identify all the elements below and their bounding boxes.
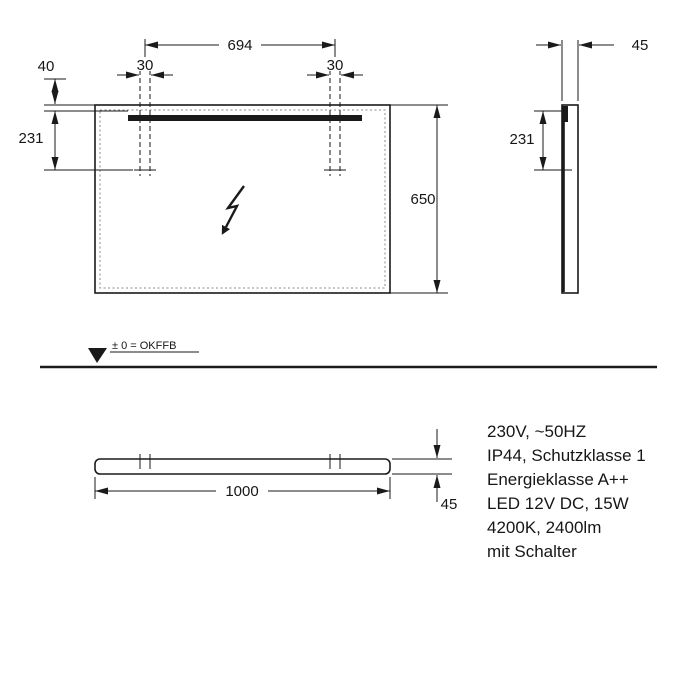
- mirror-bottom-outline: [94, 458, 391, 475]
- spec-line-switch: mit Schalter: [487, 542, 577, 561]
- spec-line-color-lumen: 4200K, 2400lm: [487, 518, 601, 537]
- level-marker-icon: [88, 348, 107, 363]
- spec-line-led-power: LED 12V DC, 15W: [487, 494, 629, 513]
- led-light-strip: [128, 115, 362, 121]
- dim-label-30-left: 30: [137, 57, 154, 74]
- ground-level-label: ± 0 = OKFFB: [112, 340, 176, 352]
- front-view: 694 30 30 40 231 650: [18, 37, 448, 294]
- mirror-inner-dotted-edge: [99, 109, 386, 289]
- power-connection-arrow-icon: [221, 185, 245, 235]
- dim-label-45-side: 45: [632, 37, 649, 54]
- dim-label-45-bottom: 45: [441, 496, 458, 513]
- side-view: 45 231: [509, 37, 649, 294]
- dim-label-1000: 1000: [225, 483, 258, 500]
- dim-label-650: 650: [410, 191, 435, 208]
- label-backplate: [324, 57, 346, 71]
- dim-label-694: 694: [227, 37, 252, 54]
- label-backplate: [219, 37, 261, 53]
- spec-line-energy-class: Energieklasse A++: [487, 470, 629, 489]
- label-backplate: [216, 483, 268, 499]
- led-module-side: [563, 106, 568, 122]
- ground-level: ± 0 = OKFFB: [40, 340, 657, 369]
- mirror-side-outline: [561, 104, 579, 294]
- spec-line-voltage: 230V, ~50HZ: [487, 422, 586, 441]
- mirror-front-outline: [94, 104, 391, 294]
- dim-label-231-side: 231: [509, 131, 534, 148]
- dim-label-40: 40: [38, 58, 55, 75]
- dim-label-231-front: 231: [18, 130, 43, 147]
- bottom-view: 1000 45: [94, 429, 458, 513]
- spec-text-block: 230V, ~50HZ IP44, Schutzklasse 1 Energie…: [487, 422, 646, 561]
- label-backplate: [134, 57, 156, 71]
- dim-label-30-right: 30: [327, 57, 344, 74]
- spec-line-protection: IP44, Schutzklasse 1: [487, 446, 646, 465]
